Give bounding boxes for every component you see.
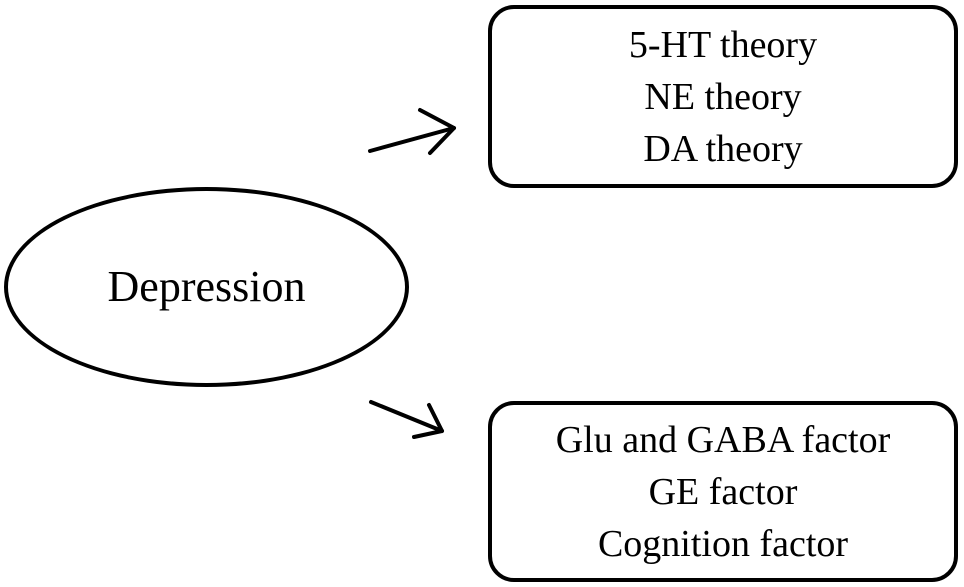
other-factors-box: Glu and GABA factor GE factor Cognition … — [488, 401, 958, 582]
top-box-line-1: 5-HT theory — [628, 23, 818, 66]
bottom-box-line-2: GE factor — [648, 470, 798, 513]
bottom-box-line-3: Cognition factor — [597, 522, 849, 565]
arrow-to-bottom-box — [369, 400, 444, 439]
arrow-to-top-box — [368, 108, 456, 155]
monoamine-theories-box: 5-HT theory NE theory DA theory — [488, 5, 958, 188]
depression-label: Depression — [107, 262, 306, 311]
depression-node: Depression — [4, 187, 409, 387]
top-box-line-2: NE theory — [644, 75, 802, 118]
top-box-line-3: DA theory — [643, 127, 803, 170]
bottom-box-line-1: Glu and GABA factor — [555, 418, 891, 461]
